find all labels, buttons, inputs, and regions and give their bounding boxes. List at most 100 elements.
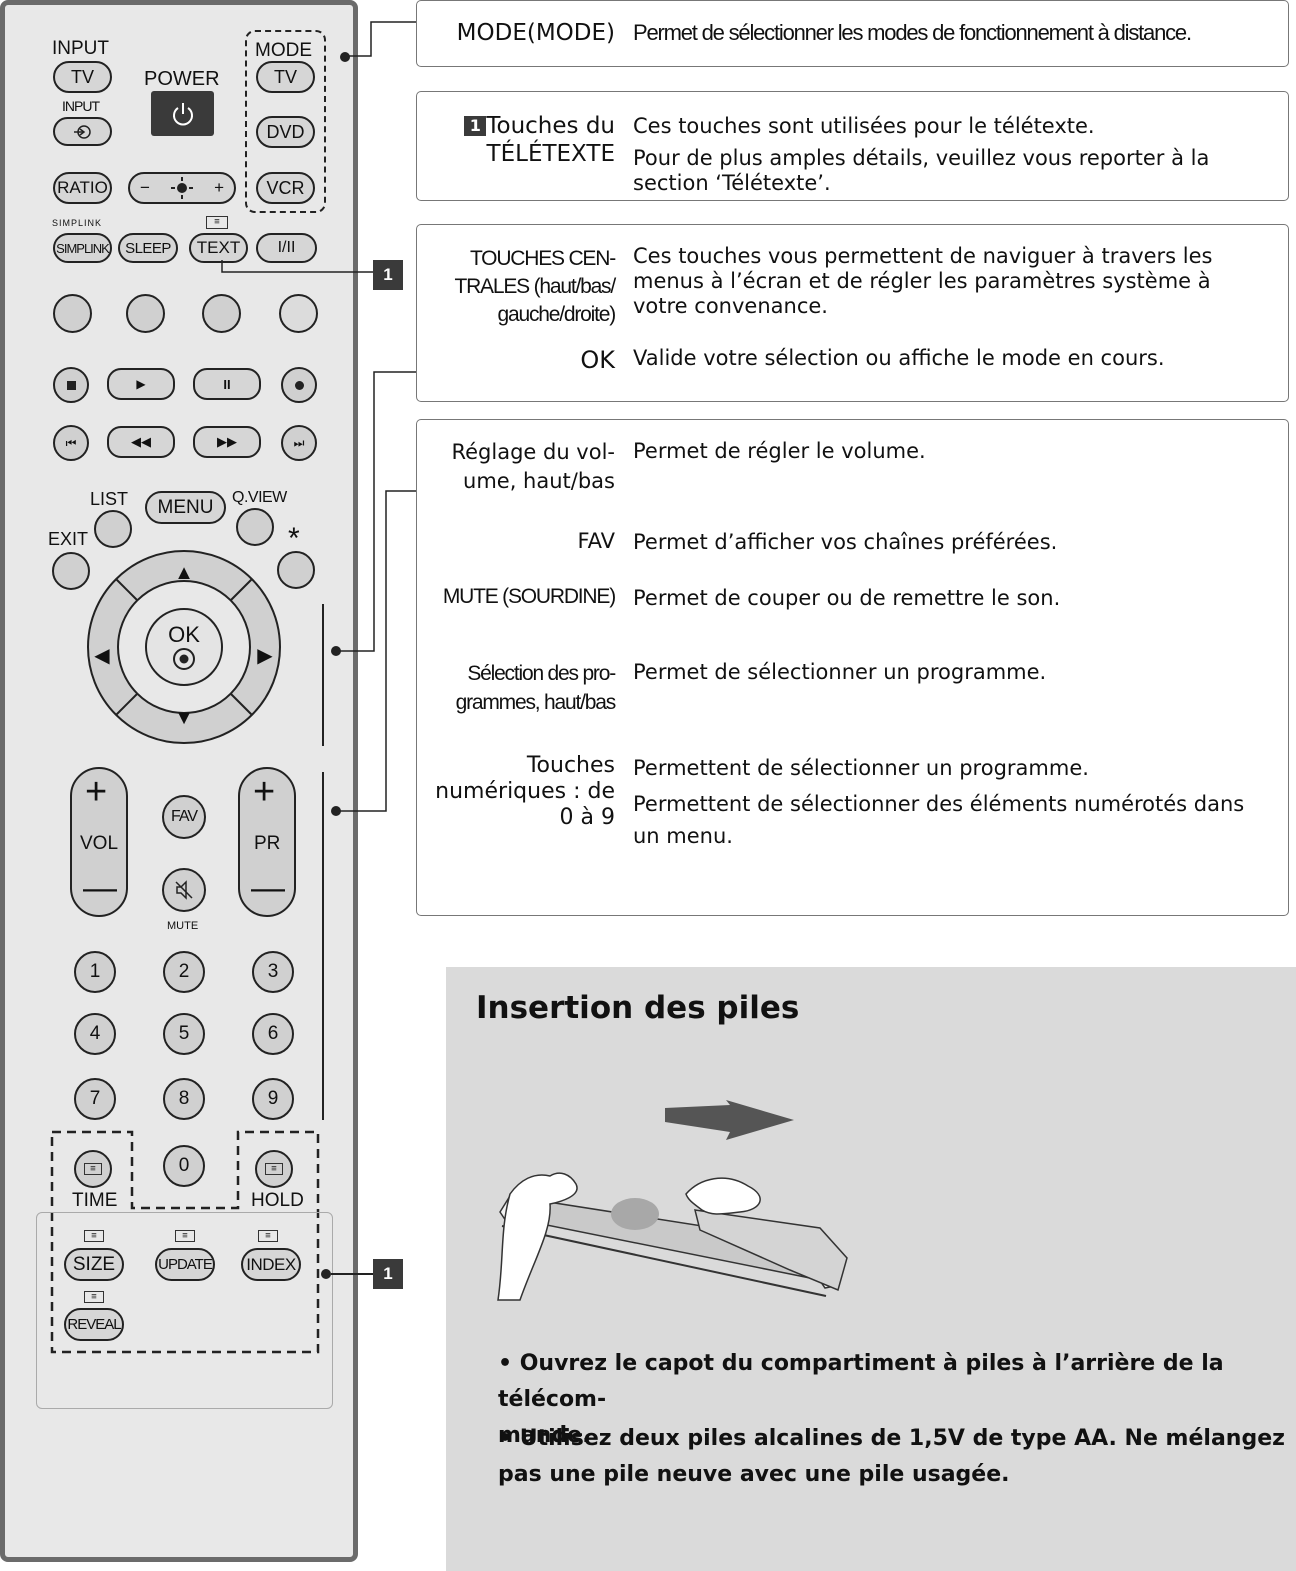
digit-2-button[interactable]: 2	[163, 951, 205, 993]
power-button[interactable]	[151, 91, 214, 136]
program-label: PR	[254, 833, 281, 854]
battery-bullet-2: • Utilisez deux piles alcalines de 1,5V …	[498, 1421, 1285, 1493]
teletext-group-outline	[50, 1130, 320, 1354]
yellow-key[interactable]	[202, 294, 241, 333]
up-arrow-icon[interactable]: ▲	[174, 562, 194, 584]
brightness-icon	[171, 177, 193, 199]
star-label: *	[288, 522, 300, 555]
battery-bullet-2-line1: • Utilisez deux piles alcalines de 1,5V …	[498, 1426, 1285, 1451]
teletext-desc-line3: section ‘Télétexte’.	[633, 171, 831, 195]
left-arrow-icon[interactable]: ◀	[94, 645, 110, 667]
num-term-line1: Touches	[526, 753, 615, 778]
fast-forward-button[interactable]: ▶▶	[193, 426, 261, 458]
mute-button[interactable]	[162, 868, 206, 912]
number-bracket-line	[322, 772, 324, 1120]
prog-term-line1: Sélection des pro-	[467, 662, 616, 685]
list-button[interactable]	[94, 510, 132, 548]
program-down[interactable]: —	[251, 869, 285, 907]
volume-up[interactable]: +	[85, 771, 108, 813]
skip-back-icon: ⏮	[65, 435, 77, 450]
vol-term-line1: Réglage du vol-	[451, 440, 615, 464]
numeric-description: Permettent de sélectionner un programme.…	[633, 755, 1244, 849]
text-button[interactable]: TEXT	[189, 233, 248, 263]
qview-button[interactable]	[236, 508, 274, 546]
index-icon: ≡	[258, 1230, 278, 1242]
down-arrow-icon[interactable]: ▼	[174, 707, 194, 729]
brightness-minus[interactable]: −	[140, 178, 150, 197]
marker-1-top: 1	[373, 260, 403, 290]
index-button[interactable]: INDEX	[241, 1248, 301, 1281]
battery-bullet-1: • Ouvrez le capot du compartiment à pile…	[498, 1346, 1296, 1454]
menu-button[interactable]: MENU	[145, 491, 226, 524]
teletext-callout-line-2	[331, 1273, 373, 1275]
num-term-line3: 0 à 9	[559, 805, 615, 830]
program-rocker[interactable]: + PR —	[238, 767, 296, 917]
blue-key[interactable]	[279, 294, 318, 333]
tv-input-button[interactable]: TV	[53, 61, 112, 93]
rewind-button[interactable]: ◀◀	[107, 426, 175, 458]
time-button[interactable]: ≡	[74, 1150, 112, 1188]
hold-label: HOLD	[251, 1190, 304, 1211]
brightness-plus[interactable]: +	[214, 178, 224, 197]
digit-7-button[interactable]: 7	[74, 1078, 116, 1120]
program-up[interactable]: +	[253, 771, 276, 813]
digit-0-button[interactable]: 0	[163, 1145, 205, 1187]
ok-icon	[173, 648, 195, 670]
ok-button[interactable]: OK	[145, 608, 223, 686]
size-button[interactable]: SIZE	[64, 1248, 124, 1281]
mode-section	[416, 0, 1289, 67]
program-term: Sélection des pro- grammes, haut/bas	[420, 659, 617, 717]
hold-button[interactable]: ≡	[255, 1150, 293, 1188]
list-label: LIST	[90, 489, 129, 509]
mute-label: MUTE	[167, 920, 199, 932]
input-label: INPUT	[52, 38, 109, 59]
prog-term-line2: grammes, haut/bas	[455, 691, 617, 714]
green-key[interactable]	[126, 294, 165, 333]
power-label: POWER	[144, 68, 220, 90]
play-button[interactable]: ▶	[107, 368, 175, 400]
sleep-button[interactable]: SLEEP	[118, 233, 178, 263]
volume-rocker[interactable]: + VOL —	[70, 767, 128, 917]
teletext-cover-outline	[36, 1212, 333, 1409]
digit-6-button[interactable]: 6	[252, 1013, 294, 1055]
star-button[interactable]	[277, 551, 315, 589]
dual-button[interactable]: I/II	[256, 233, 317, 263]
digit-4-button[interactable]: 4	[74, 1013, 116, 1055]
digit-1-button[interactable]: 1	[74, 951, 116, 993]
right-arrow-icon[interactable]: ▶	[257, 645, 273, 667]
battery-bullet-2-line2: pas une pile neuve avec une pile usagée.	[498, 1462, 1010, 1487]
digit-5-button[interactable]: 5	[163, 1013, 205, 1055]
exit-button[interactable]	[52, 552, 90, 590]
misc-callout-dot	[331, 806, 341, 816]
red-key[interactable]	[53, 294, 92, 333]
mode-tv-button[interactable]: TV	[256, 61, 315, 93]
record-button[interactable]	[281, 367, 317, 403]
skip-forward-button[interactable]: ⏭	[281, 425, 317, 461]
input-source-button[interactable]	[53, 117, 112, 146]
digit-9-button[interactable]: 9	[252, 1078, 294, 1120]
nav-desc-line2: menus à l’écran et de régler les paramèt…	[633, 269, 1211, 293]
digit-3-button[interactable]: 3	[252, 951, 294, 993]
pause-button[interactable]: II	[193, 368, 261, 400]
mute-term: MUTE (SOURDINE)	[442, 585, 616, 608]
reveal-button[interactable]: REVEAL	[64, 1308, 124, 1341]
fav-button[interactable]: FAV	[162, 795, 206, 839]
ratio-button[interactable]: RATIO	[53, 172, 112, 204]
brightness-control[interactable]: − +	[128, 172, 236, 204]
stop-button[interactable]	[53, 367, 89, 403]
nav-callout-line	[340, 371, 416, 652]
volume-down[interactable]: —	[83, 869, 117, 907]
mode-vcr-button[interactable]: VCR	[256, 172, 315, 204]
play-icon: ▶	[136, 377, 146, 391]
update-button[interactable]: UPDATE	[155, 1248, 215, 1281]
stop-icon	[66, 380, 76, 390]
mode-label: MODE	[255, 40, 312, 61]
digit-8-button[interactable]: 8	[163, 1078, 205, 1120]
navigation-term: TOUCHES CEN- TRALES (haut/bas/ gauche/dr…	[420, 245, 616, 329]
mode-dvd-button[interactable]: DVD	[256, 116, 315, 148]
fav-term: FAV	[577, 529, 615, 553]
battery-title: Insertion des piles	[476, 990, 800, 1026]
update-icon: ≡	[175, 1230, 195, 1242]
simplink-button[interactable]: SIMPLINK	[53, 233, 112, 263]
skip-back-button[interactable]: ⏮	[53, 425, 89, 461]
